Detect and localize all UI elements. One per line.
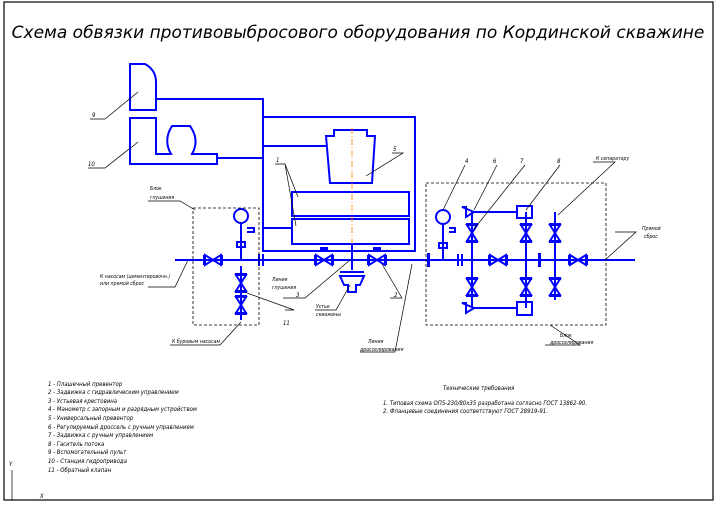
x-axis-mark: X	[39, 493, 44, 500]
ram-preventer	[291, 191, 410, 217]
wellhead-label: Устье	[316, 304, 330, 310]
legend-item: 5 - Универсальный превентор	[48, 415, 134, 422]
callout-10: 10	[88, 161, 95, 168]
legend-item: 4 - Манометр с запорным и разрядным устр…	[48, 406, 197, 413]
callout-5: 5	[393, 146, 397, 153]
wellhead-cross	[338, 271, 366, 293]
wellhead-label: скважины	[316, 312, 341, 318]
direct-discharge-label: Прямой	[642, 226, 661, 232]
choke-block-outline	[425, 182, 607, 326]
legend-item: 3 - Устьевая крестовина	[48, 398, 117, 405]
choke-line-label: дросселирования	[359, 347, 404, 353]
callout-9: 9	[92, 112, 96, 119]
tech-item: 2. Фланцевые соединения соответствуют ГО…	[383, 408, 548, 415]
choke-block-label: Блок	[560, 333, 572, 339]
technical-requirements: Технические требования 1. Типовая схема …	[383, 385, 587, 415]
to-mud-pumps-label: К буровым насосам	[172, 339, 220, 345]
ram-preventer	[291, 218, 410, 245]
drawing-frame	[3, 1, 714, 501]
kill-block-outline	[192, 207, 260, 326]
pressure-gauge	[233, 208, 249, 224]
to-pumps-label: или прямой сброс	[100, 281, 145, 287]
legend: 1 - Плашечный превентор 2 - Задвижка с г…	[48, 381, 197, 474]
callout-6: 6	[493, 158, 497, 165]
hydraulic-station	[129, 117, 218, 165]
y-axis-mark: Y	[9, 461, 13, 468]
leaders	[88, 91, 637, 353]
kill-line-label: Линия	[271, 277, 288, 283]
legend-item: 1 - Плашечный превентор	[48, 381, 123, 388]
to-separator-label: К сепаратору	[596, 156, 630, 162]
auxiliary-panel	[129, 63, 157, 111]
tech-item: 1. Типовая схема ОП5-230/80х35 разработа…	[383, 400, 587, 407]
to-pumps-label: К насосам (цементировочн.)	[100, 274, 170, 280]
callout-8: 8	[557, 158, 561, 165]
choke-line-label: Линия	[367, 339, 384, 345]
kill-line-label: глушения	[272, 285, 296, 291]
piping	[129, 63, 635, 320]
legend-item: 2 - Задвижка с гидравлическим управление…	[48, 389, 179, 396]
ucs-axes: Y X	[9, 461, 44, 501]
callout-2: 2	[394, 292, 398, 299]
direct-discharge-label: сброс	[644, 234, 658, 240]
pressure-gauge	[435, 209, 451, 225]
callout-1: 1	[276, 157, 279, 164]
tech-heading: Технические требования	[443, 385, 515, 392]
legend-item: 6 - Регулируемый дроссель с ручным управ…	[48, 424, 194, 431]
callout-numbers: 9 10 1 5 4 6 7 8 3 2 11	[88, 112, 561, 327]
legend-item: 8 - Гаситель потока	[48, 441, 104, 448]
callout-4: 4	[465, 158, 469, 165]
callout-7: 7	[520, 158, 524, 165]
legend-item: 10 - Станция гидропривода	[48, 458, 127, 465]
kill-block-label: глушения	[150, 195, 174, 201]
legend-item: 11 - Обратный клапан	[48, 467, 112, 474]
diagram-title: Схема обвязки противовыбросового оборудо…	[12, 23, 705, 43]
legend-item: 9 - Вспомогательный пульт	[48, 449, 127, 456]
kill-block-label: Блок	[150, 186, 162, 192]
legend-item: 7 - Задвижка с ручным управлением	[48, 432, 153, 439]
blocks	[192, 182, 607, 326]
callout-11: 11	[283, 320, 290, 327]
pipe-labels: Блок глушения Линия глушения К насосам (…	[100, 156, 661, 353]
annular-preventer	[324, 129, 377, 184]
choke-block-label: дросселирования	[549, 340, 594, 346]
callout-3: 3	[296, 292, 300, 299]
